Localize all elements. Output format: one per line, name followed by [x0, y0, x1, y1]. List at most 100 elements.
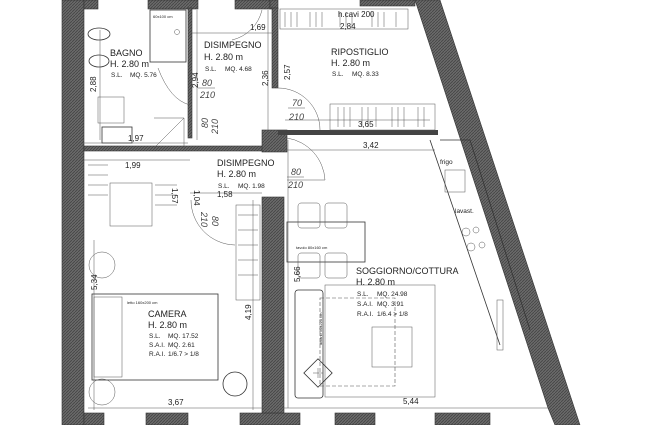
room-height: H. 2.80 m: [110, 59, 149, 69]
dimension-lines: [84, 10, 548, 410]
door-labels: 80 210 70 210 80 210 80 210 80 210: [198, 78, 305, 227]
room-ripostiglio: RIPOSTIGLIO H. 2.80 m S.L. MQ. 8.33: [331, 47, 389, 78]
shower-tray: [149, 9, 187, 63]
bottom-wall: [239, 412, 301, 425]
door-height: 210: [287, 180, 303, 190]
room-name: DISIMPEGNO: [217, 158, 275, 168]
radiator: [496, 299, 504, 351]
bathroom-fixtures: 60x100 cm: [87, 9, 191, 149]
dimension: 1,99: [125, 161, 141, 170]
dimension: 5,44: [403, 397, 419, 406]
door-width: 80: [200, 118, 210, 128]
dimension: 2,57: [283, 64, 292, 80]
top-wall: [83, 0, 99, 10]
top-wall: [359, 0, 416, 7]
dimension: 1,04: [192, 190, 201, 206]
bed-size-label: letto 160x200 cm: [127, 300, 158, 305]
interior-wall: [271, 7, 279, 89]
sink: [444, 169, 466, 193]
room-sl-value: MQ. 24.98: [377, 291, 408, 298]
lamp-icon: [303, 358, 333, 388]
room-sl-value: MQ. 8.33: [352, 71, 379, 78]
dimension: 2,88: [89, 76, 98, 92]
room-height: H. 2.80 m: [217, 169, 256, 179]
dimension: 1,58: [217, 190, 233, 199]
rug: [324, 284, 436, 398]
door-width: 70: [292, 98, 302, 108]
room-sai-label: S.A.I.: [149, 342, 165, 349]
door-width: 80: [202, 78, 212, 88]
interior-wall: [261, 196, 285, 414]
door-height: 210: [288, 112, 304, 122]
top-wall: [234, 0, 271, 10]
room-name: DISIMPEGNO: [204, 40, 262, 50]
table-size-label: tavolo 80x160 cm: [296, 245, 328, 250]
dimension: 2,84: [340, 22, 356, 31]
wardrobe: [109, 182, 153, 227]
room-bagno: BAGNO H. 2.80 m S.L. MQ. 5.76: [110, 48, 157, 79]
armchair: [222, 371, 248, 397]
interior-wall: [83, 145, 275, 152]
room-sl-label: S.L.: [111, 72, 123, 79]
bottom-wall: [434, 412, 491, 425]
bottom-wall: [83, 412, 105, 425]
hob-burner: [478, 241, 486, 249]
room-sl-label: S.L.: [218, 183, 230, 190]
toilet-icon: [88, 54, 110, 68]
door-width: 80: [210, 216, 220, 226]
top-wall: [269, 0, 279, 10]
door-height: 210: [199, 90, 215, 100]
room-name: CAMERA: [148, 309, 187, 319]
dimension: 4,19: [244, 304, 253, 320]
interior-wall: [187, 7, 193, 139]
room-rai-label: R.A.I.: [149, 351, 165, 358]
dimension: 1,97: [128, 134, 144, 143]
door-swings: [190, 9, 326, 246]
room-sai-value: MQ. 3.91: [377, 301, 404, 308]
dimension: 3,67: [168, 398, 184, 407]
room-disimpegno-1: DISIMPEGNO H. 2.80 m S.L. MQ. 4.68: [204, 40, 262, 73]
room-sl-value: MQ. 17.52: [168, 333, 199, 340]
dimension: 5,66: [293, 266, 302, 282]
room-sl-label: S.L.: [357, 291, 369, 298]
door-width: 80: [291, 167, 301, 177]
room-camera: CAMERA H. 2.80 m S.L. MQ. 17.52 S.A.I. M…: [148, 309, 199, 358]
dimension: 5,34: [90, 274, 99, 290]
ripostiglio-partition: [278, 130, 438, 135]
dimension: 1,57: [170, 188, 179, 204]
bidet-icon: [87, 27, 111, 41]
dimension: 2,36: [261, 70, 270, 86]
room-sl-value: MQ. 4.68: [225, 66, 252, 73]
room-name: RIPOSTIGLIO: [331, 47, 389, 57]
storage-shelves: h.cavi 200: [279, 8, 436, 131]
room-rai-label: R.A.I.: [357, 311, 373, 318]
room-sl-value: MQ. 1.98: [238, 183, 265, 190]
room-name: SOGGIORNO/COTTURA: [356, 266, 459, 276]
room-sai-label: S.A.I.: [357, 301, 373, 308]
room-disimpegno-2: DISIMPEGNO H. 2.80 m S.L. MQ. 1.98: [217, 158, 275, 190]
cables-height-label: h.cavi 200: [338, 10, 375, 19]
interior-wall: [261, 129, 288, 153]
sofa-size-label: divano 90x220 cm: [318, 312, 323, 345]
washing-machine-icon: [97, 96, 125, 124]
left-exterior-wall: [61, 0, 85, 425]
room-height: H. 2.80 m: [331, 58, 370, 68]
door-height: 210: [210, 119, 220, 135]
hob-burner: [461, 227, 471, 237]
dining-table: [286, 221, 366, 263]
top-wall: [147, 0, 199, 10]
room-soggiorno: SOGGIORNO/COTTURA H. 2.80 m S.L. MQ. 24.…: [356, 266, 459, 318]
room-height: H. 2.80 m: [148, 320, 187, 330]
shower-size-label: 60x100 cm: [153, 14, 173, 19]
room-name: BAGNO: [110, 48, 143, 58]
dimension: 3,65: [358, 120, 374, 129]
walls: [61, 0, 581, 425]
room-rai-value: 1/6.7 > 1/8: [168, 351, 199, 358]
room-sl-label: S.L.: [205, 66, 217, 73]
living-furniture: tavolo 80x160 cm divano 90x220 cm frigo …: [286, 139, 531, 399]
dimension: 2,94: [191, 72, 200, 88]
dimension-labels: 1,69 2,84 2,36 2,57 2,88 2,94 3,65 3,42 …: [89, 22, 419, 407]
room-height: H. 2.80 m: [356, 277, 395, 287]
room-height: H. 2.80 m: [204, 52, 243, 62]
